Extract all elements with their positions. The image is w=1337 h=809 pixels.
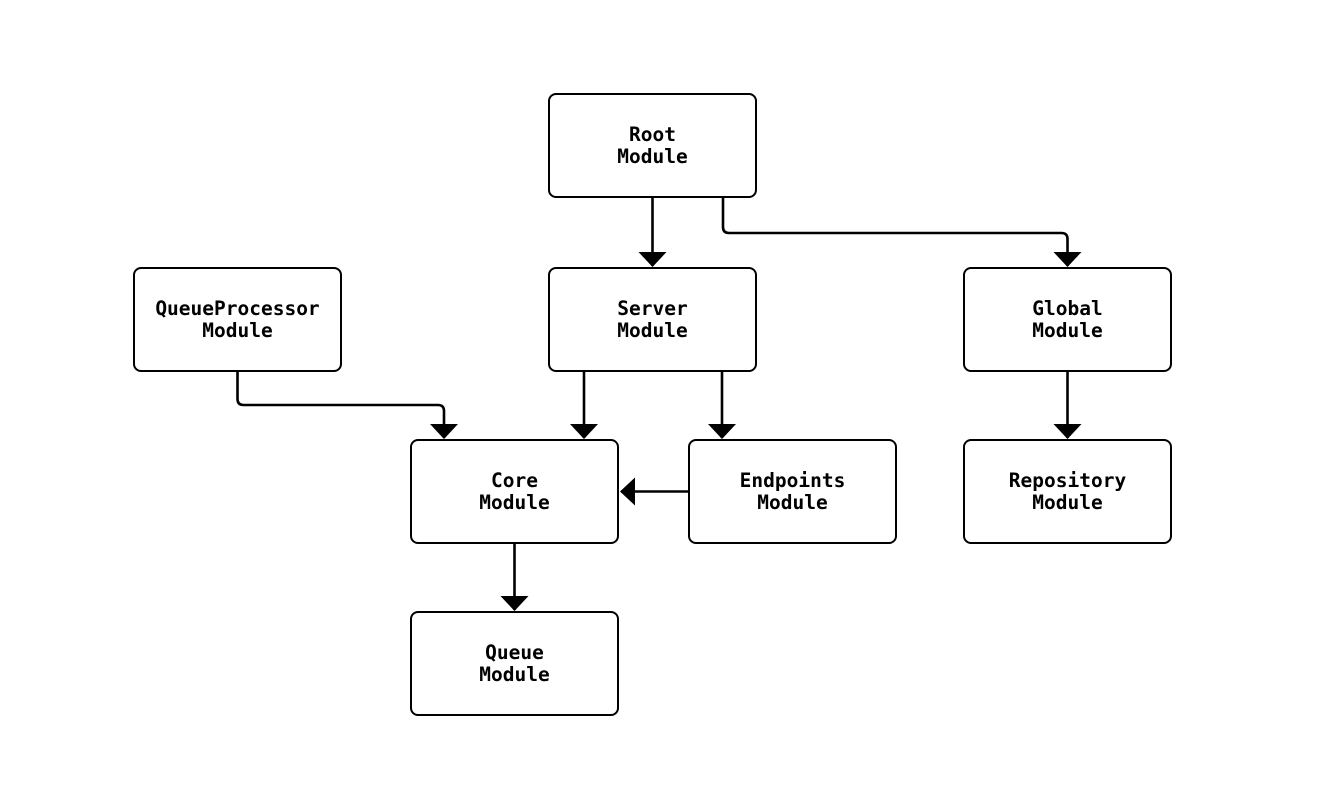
node-global-label: Global Module [1032, 296, 1103, 342]
node-queue-processor: QueueProcessor Module [133, 267, 342, 372]
node-global: Global Module [963, 267, 1172, 372]
node-root-label: Root Module [617, 122, 688, 168]
node-queue: Queue Module [410, 611, 619, 716]
node-queue-processor-label: QueueProcessor Module [155, 296, 320, 342]
node-queue-label: Queue Module [479, 640, 550, 686]
node-endpoints: Endpoints Module [688, 439, 897, 544]
node-root: Root Module [548, 93, 757, 198]
node-core-label: Core Module [479, 468, 550, 514]
node-endpoints-label: Endpoints Module [739, 468, 846, 514]
edge-root-to-global [721, 198, 1082, 267]
edge-queue-processor-to-core [236, 372, 458, 439]
edge-group [236, 198, 1082, 611]
node-server-label: Server Module [617, 296, 688, 342]
node-repository-label: Repository Module [1008, 468, 1127, 514]
node-server: Server Module [548, 267, 757, 372]
node-repository: Repository Module [963, 439, 1172, 544]
node-core: Core Module [410, 439, 619, 544]
